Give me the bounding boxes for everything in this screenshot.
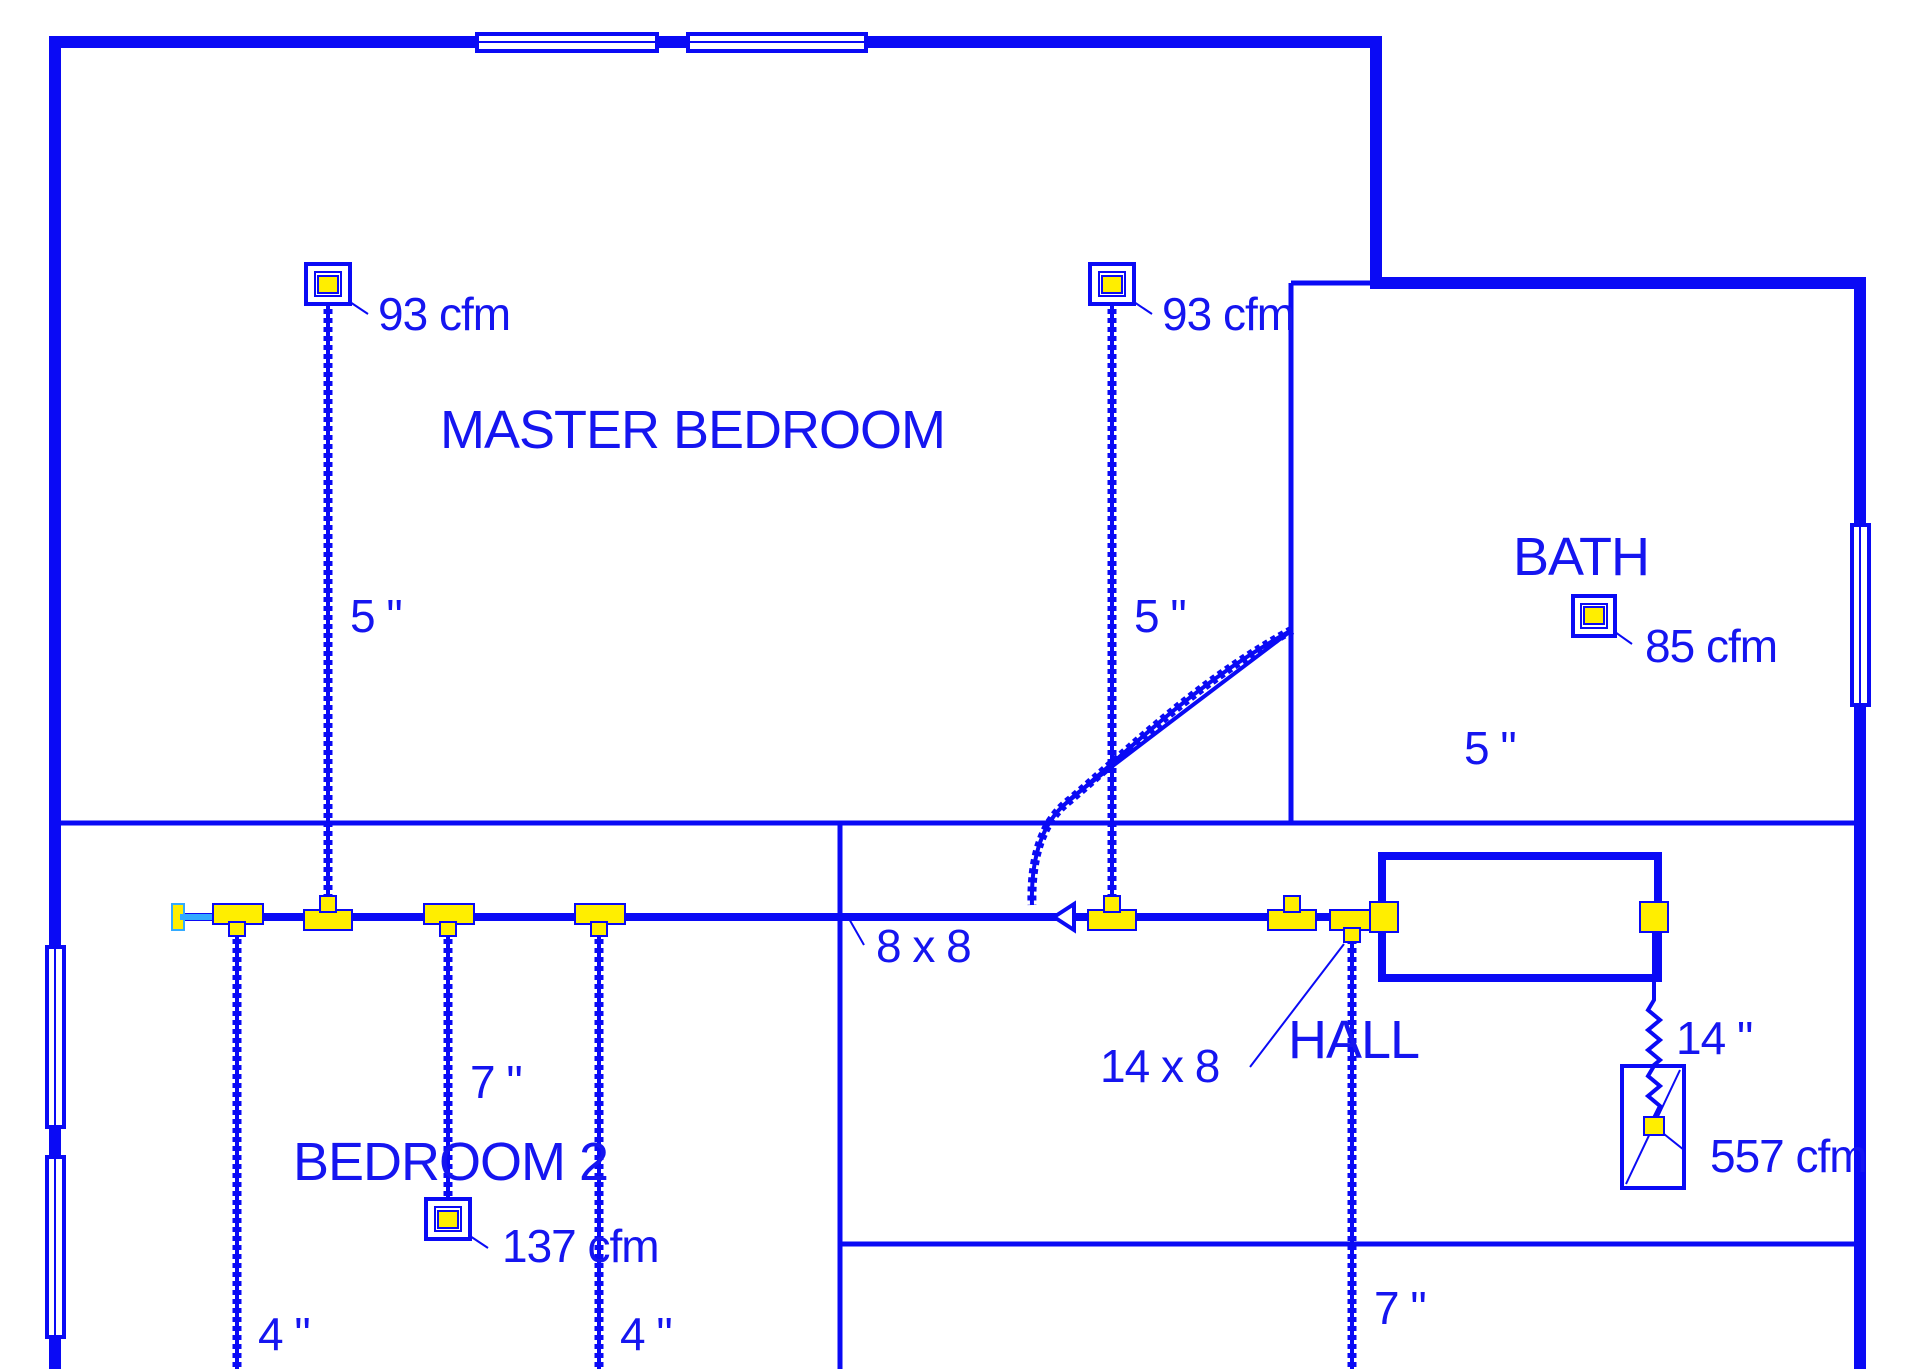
airflow-labels: 93 cfm 93 cfm 85 cfm 137 cfm 557 cfm	[378, 288, 1868, 1272]
tee-fitting	[1267, 895, 1317, 931]
dimension-leaders	[847, 916, 1345, 1068]
exterior-walls	[49, 36, 1866, 1369]
plenum-connector-right	[1639, 901, 1669, 933]
cfm-label-master-right: 93 cfm	[1162, 288, 1294, 340]
tee-fitting	[303, 895, 353, 931]
supply-registers	[304, 262, 1686, 1249]
register-bedroom2	[424, 1197, 489, 1249]
register-master-left	[304, 262, 369, 315]
trunk-size-end: 14 x 8	[1100, 1040, 1219, 1092]
register-bath	[1571, 594, 1633, 645]
room-label-bath: BATH	[1513, 527, 1649, 587]
cfm-label-master-left: 93 cfm	[378, 288, 510, 340]
room-labels: MASTER BEDROOM BATH BEDROOM 2 HALL	[293, 400, 1650, 1192]
tee-fitting	[212, 903, 264, 937]
duct-size-bath: 5 "	[1464, 722, 1516, 774]
supply-trunk	[171, 900, 1350, 934]
return-grille	[1620, 1064, 1686, 1190]
flex-duct-bath	[1027, 626, 1295, 906]
cfm-label-return: 557 cfm	[1710, 1130, 1867, 1182]
tee-fitting	[1329, 909, 1375, 943]
cfm-label-bedroom2: 137 cfm	[502, 1220, 659, 1272]
duct-size-bedroom2-left: 4 "	[258, 1308, 310, 1360]
duct-size-master-left: 5 "	[350, 590, 402, 642]
room-label-master-bedroom: MASTER BEDROOM	[440, 400, 945, 460]
duct-size-return: 14 "	[1676, 1012, 1752, 1064]
duct-size-master-right: 5 "	[1134, 590, 1186, 642]
duct-size-labels: 5 " 5 " 5 " 7 " 4 " 4 " 7 " 14 " 8 x 8 1…	[258, 590, 1753, 1360]
tee-fitting	[423, 903, 475, 937]
plenum-connector-left	[1369, 901, 1399, 933]
trunk-size-main: 8 x 8	[876, 920, 971, 972]
windows	[45, 32, 1871, 1339]
trunk-reducer-arrow	[1050, 900, 1076, 934]
tee-fittings	[212, 895, 1669, 943]
duct-size-bedroom2-mid: 7 "	[470, 1056, 522, 1108]
duct-size-bedroom2-right: 4 "	[620, 1308, 672, 1360]
room-label-bedroom-2: BEDROOM 2	[293, 1132, 608, 1192]
cfm-label-bath: 85 cfm	[1645, 620, 1777, 672]
register-master-right	[1088, 262, 1153, 315]
tee-fitting	[574, 903, 626, 937]
return-plenum	[1378, 852, 1662, 982]
tee-fitting	[1087, 895, 1137, 931]
duct-size-hall-down: 7 "	[1374, 1282, 1426, 1334]
room-label-hall: HALL	[1288, 1010, 1419, 1070]
